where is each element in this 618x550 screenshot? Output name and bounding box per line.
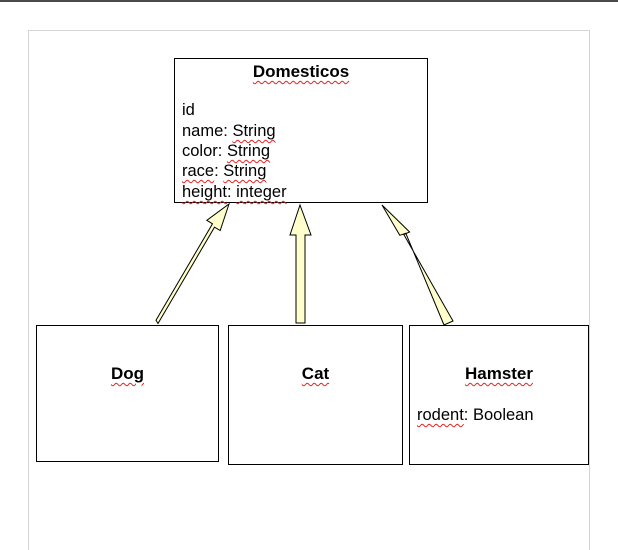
attribute-name: name: String bbox=[182, 122, 276, 140]
class-title-cat: Cat bbox=[301, 364, 330, 383]
document-page bbox=[28, 30, 590, 550]
class-box-dog[interactable]: Dog bbox=[36, 325, 219, 462]
attribute-color: color: String bbox=[182, 142, 271, 160]
class-title-hamster: Hamster bbox=[464, 364, 534, 383]
class-box-domesticos[interactable]: Domesticos id name: String color: String… bbox=[174, 58, 428, 203]
class-box-cat[interactable]: Cat bbox=[228, 325, 403, 465]
arrow-hamster-to-domesticos bbox=[381, 204, 454, 326]
attribute-id: id bbox=[182, 101, 195, 119]
arrow-cat-to-domesticos bbox=[289, 203, 312, 324]
arrow-dog-to-domesticos bbox=[155, 202, 230, 325]
class-title-dog: Dog bbox=[110, 364, 145, 383]
attribute-race: race: String bbox=[182, 162, 267, 180]
class-title-domesticos: Domesticos bbox=[252, 62, 350, 81]
attribute-rodent: rodent: Boolean bbox=[417, 406, 534, 424]
class-box-hamster[interactable]: Hamster rodent: Boolean bbox=[409, 325, 589, 465]
top-bar bbox=[0, 0, 618, 2]
attribute-height: height: integer bbox=[182, 183, 287, 201]
